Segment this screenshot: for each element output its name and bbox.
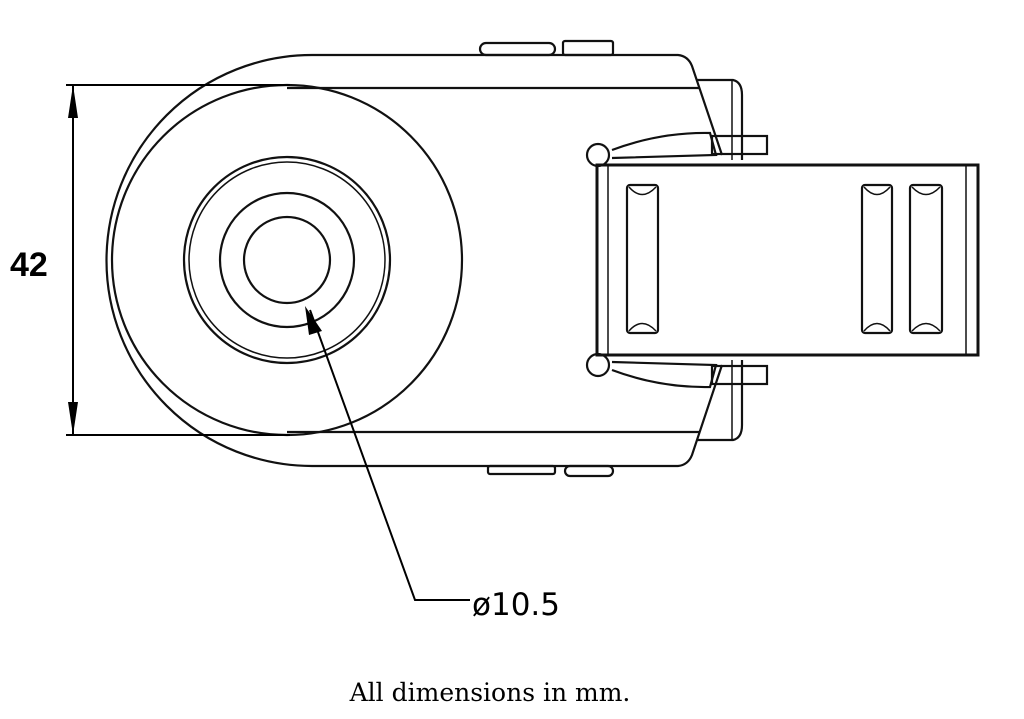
housing xyxy=(105,39,724,478)
pedal-slot xyxy=(625,183,660,335)
pedal-slot xyxy=(908,183,944,335)
caption: All dimensions in mm. xyxy=(349,678,631,707)
bore-dimension: ø10.5 xyxy=(305,306,560,623)
wheel xyxy=(110,83,464,437)
height-dimension: 42 xyxy=(10,84,290,436)
brake-pedal xyxy=(595,163,980,357)
bore-label: ø10.5 xyxy=(472,587,560,623)
pedal-slot xyxy=(860,183,894,335)
brake-bracket xyxy=(585,78,769,442)
height-label: 42 xyxy=(10,246,48,284)
arrow-up-icon xyxy=(68,85,78,118)
arrow-down-icon xyxy=(68,402,78,435)
leader-arrow-icon xyxy=(305,306,322,335)
